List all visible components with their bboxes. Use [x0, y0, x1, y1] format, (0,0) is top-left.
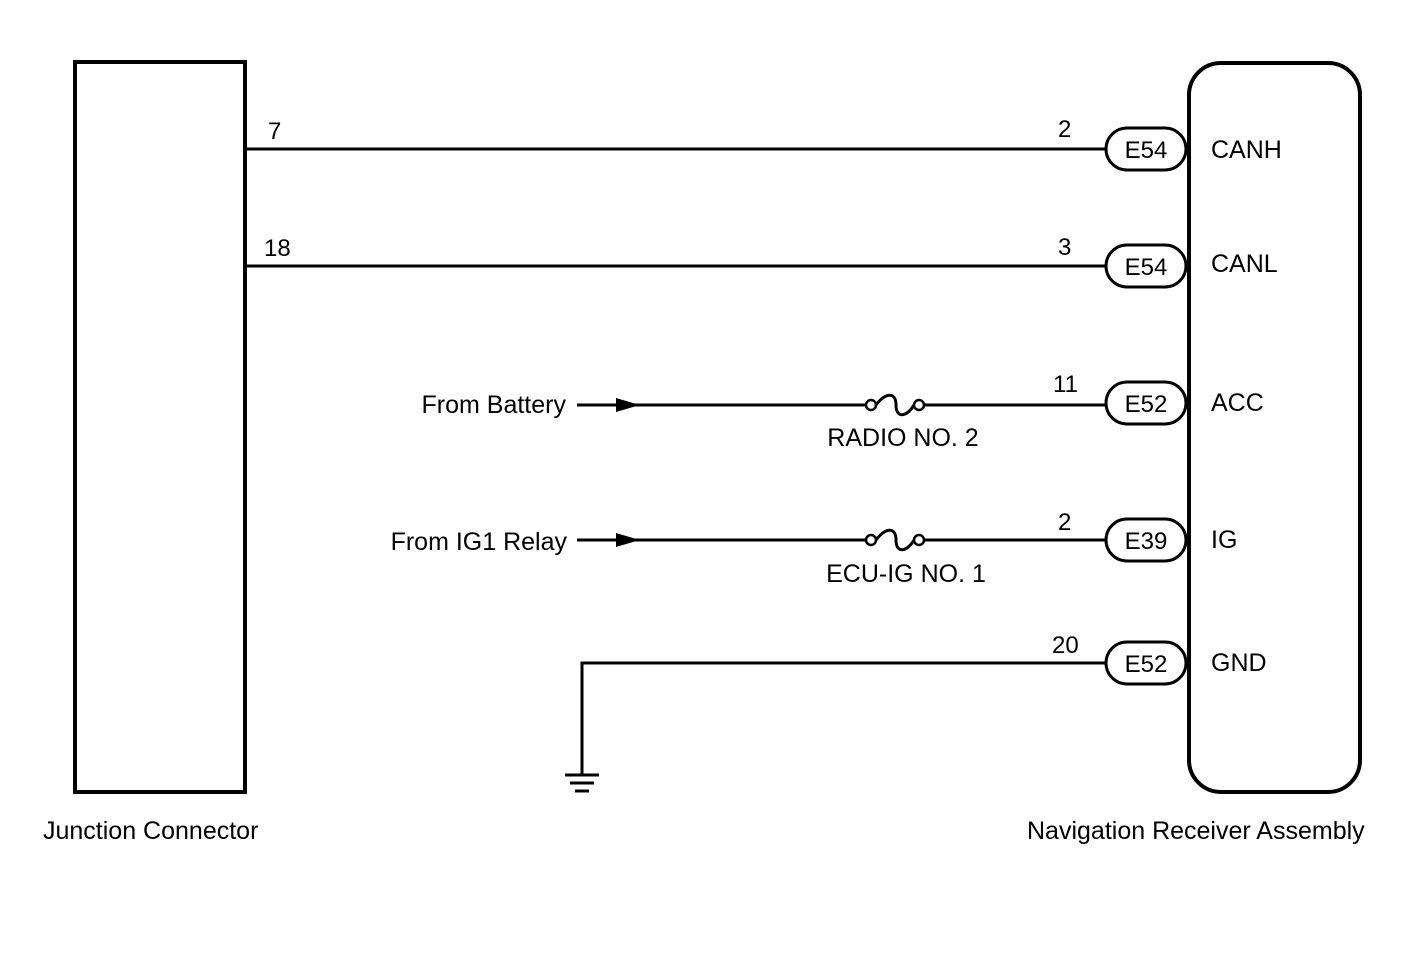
terminal-ig: IG [1211, 526, 1237, 554]
connector-label-ig: E39 [1125, 528, 1168, 555]
circuit-gnd: 20 E52 GND [565, 632, 1267, 793]
arrow-right-icon [616, 533, 640, 547]
navigation-receiver-label: Navigation Receiver Assembly [1027, 817, 1365, 845]
pin-number-acc: 11 [1053, 371, 1078, 398]
circuit-acc: From Battery RADIO NO. 2 11 E52 ACC [422, 371, 1264, 452]
connector-gnd [1104, 640, 1188, 686]
connector-label-canh: E54 [1125, 137, 1168, 164]
arrow-right-icon [616, 398, 640, 412]
navigation-receiver-box [1187, 61, 1362, 794]
terminal-gnd: GND [1211, 649, 1267, 677]
terminal-canl: CANL [1211, 250, 1278, 278]
connector-ig [1104, 517, 1188, 563]
connector-acc [1104, 380, 1188, 426]
connector-canl [1104, 243, 1188, 289]
fuse-label-ig: ECU-IG NO. 1 [826, 560, 986, 588]
fuse-icon [864, 393, 926, 417]
ground-icon [565, 773, 599, 793]
left-pin-canl: 18 [264, 235, 291, 262]
connector-label-gnd: E52 [1125, 651, 1168, 678]
terminal-canh: CANH [1211, 136, 1282, 164]
left-pin-canh: 7 [268, 118, 281, 145]
pin-number-gnd: 20 [1052, 632, 1079, 659]
pin-number-ig: 2 [1058, 509, 1071, 536]
terminal-acc: ACC [1211, 389, 1264, 417]
circuit-canl: 18 3 E54 CANL [245, 234, 1278, 289]
connector-canh [1104, 126, 1188, 172]
junction-connector-label: Junction Connector [43, 817, 258, 845]
wire-gnd [580, 661, 1106, 774]
connector-label-acc: E52 [1125, 391, 1168, 418]
pin-number-canh: 2 [1058, 116, 1071, 143]
circuit-ig: From IG1 Relay ECU-IG NO. 1 2 E39 IG [391, 509, 1238, 588]
junction-connector-box [73, 60, 247, 794]
fuse-icon [864, 528, 926, 552]
connector-label-canl: E54 [1125, 254, 1168, 281]
fuse-label-acc: RADIO NO. 2 [827, 424, 978, 452]
source-ig: From IG1 Relay [391, 528, 568, 556]
circuit-canh: 7 2 E54 CANH [245, 116, 1282, 172]
source-acc: From Battery [422, 391, 567, 419]
pin-number-canl: 3 [1058, 234, 1071, 261]
